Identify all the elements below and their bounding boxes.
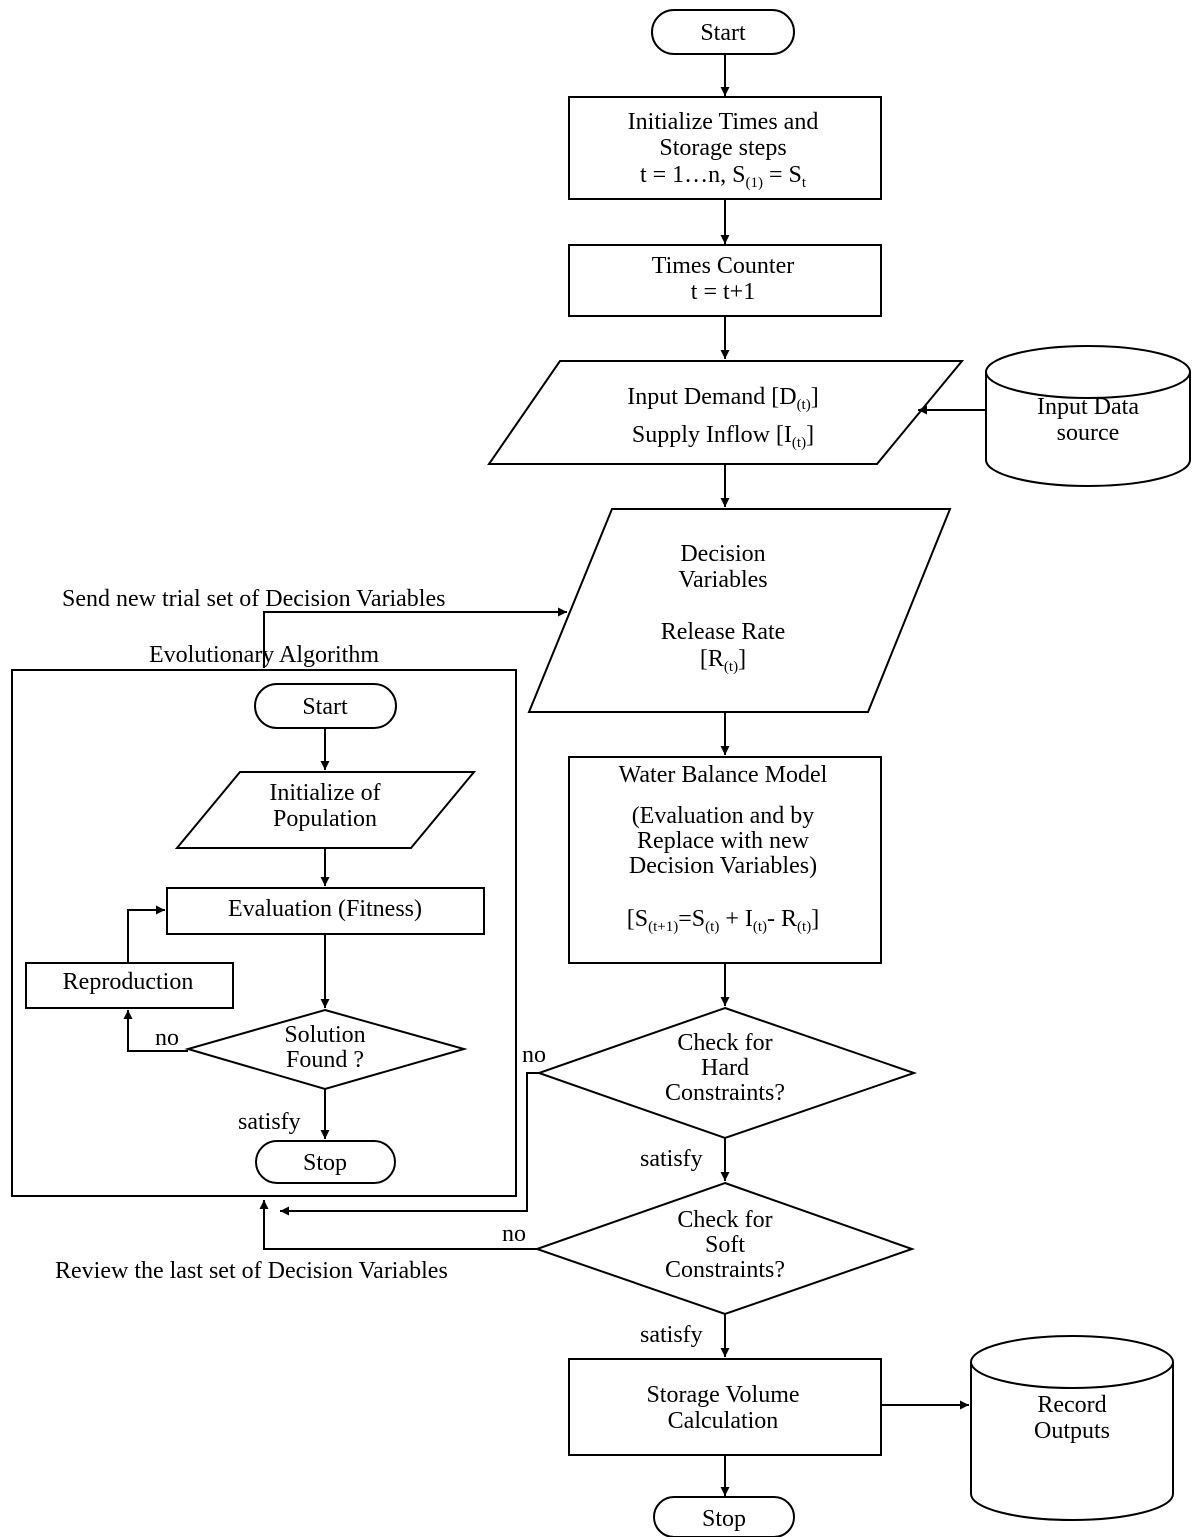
ea-init-line2: Population: [273, 806, 377, 832]
input-demand-text: Input Demand [D(t)]: [627, 384, 818, 413]
decision-line4: [R(t)]: [700, 646, 746, 675]
arrow-soft-no-to-ea: [259, 1200, 537, 1250]
model-line3: Replace with new: [637, 828, 810, 854]
ea-solution-line1: Solution: [284, 1022, 365, 1048]
arrow-solution-no-to-reproduction: [123, 1010, 188, 1052]
counter-line2: t = t+1: [691, 279, 755, 305]
arrow-ea-to-decision: [263, 607, 567, 668]
counter-line1: Times Counter: [652, 253, 794, 279]
ea-reproduction-box: Reproduction: [25, 962, 234, 1009]
storage-line2: Calculation: [668, 1408, 779, 1434]
record-line2: Outputs: [1034, 1418, 1110, 1444]
input-inflow-text: Supply Inflow [I(t)]: [632, 422, 814, 451]
stop-label: Stop: [702, 1506, 746, 1532]
ea-start-terminator: Start: [254, 683, 397, 729]
ea-evaluation-label: Evaluation (Fitness): [228, 896, 422, 922]
soft-satisfy-label: satisfy: [640, 1322, 703, 1348]
decision-line1: Decision: [680, 541, 765, 567]
ea-solution-line2: Found ?: [286, 1047, 364, 1073]
soft-constraints-diamond: Check for Soft Constraints?: [533, 1181, 916, 1316]
hard-constraints-diamond: Check for Hard Constraints?: [535, 1006, 918, 1140]
water-balance-model-box: Water Balance Model (Evaluation and by R…: [568, 756, 882, 964]
init-times-box: Initialize Times and Storage steps t = 1…: [568, 96, 882, 200]
decision-variables-parallelogram: Decision Variables Release Rate [R(t)]: [527, 508, 952, 713]
record-outputs-cylinder: Record Outputs: [970, 1335, 1174, 1521]
hard-no-label: no: [522, 1042, 546, 1068]
init-times-line2: Storage steps: [659, 135, 786, 161]
model-line4: Decision Variables): [629, 853, 817, 879]
init-times-line3: t = 1…n, S(1) = St: [640, 162, 807, 191]
ea-stop-terminator: Stop: [255, 1140, 396, 1184]
ea-init-line1: Initialize of: [269, 780, 380, 806]
ea-stop-label: Stop: [303, 1150, 347, 1176]
send-label: Send new trial set of Decision Variables: [62, 586, 445, 612]
soft-no-label: no: [502, 1221, 526, 1247]
hard-satisfy-label: satisfy: [640, 1146, 703, 1172]
decision-line3: Release Rate: [661, 619, 786, 645]
stop-terminator: Stop: [653, 1496, 795, 1537]
model-line2: (Evaluation and by: [632, 803, 815, 829]
input-data-source-cylinder: Input Data source: [985, 345, 1191, 487]
hard-line3: Constraints?: [665, 1080, 785, 1106]
storage-volume-box: Storage Volume Calculation: [568, 1358, 882, 1456]
storage-line1: Storage Volume: [646, 1382, 799, 1408]
ea-start-label: Start: [302, 694, 348, 720]
datasource-line1: Input Data: [1037, 394, 1139, 420]
model-line1: Water Balance Model: [619, 762, 828, 788]
ea-no-label: no: [155, 1025, 179, 1051]
arrow-hard-no-to-ea: [280, 1072, 539, 1216]
decision-line2: Variables: [678, 567, 767, 593]
start-label: Start: [700, 20, 746, 46]
review-label: Review the last set of Decision Variable…: [55, 1258, 448, 1284]
ea-title: Evolutionary Algorithm: [149, 642, 379, 668]
soft-line3: Constraints?: [665, 1257, 785, 1283]
hard-line1: Check for: [677, 1030, 772, 1056]
ea-init-population-parallelogram: Initialize of Population: [174, 771, 477, 849]
ea-reproduction-label: Reproduction: [63, 969, 194, 995]
soft-line2: Soft: [705, 1232, 745, 1258]
soft-line1: Check for: [677, 1207, 772, 1233]
hard-line2: Hard: [701, 1055, 749, 1081]
ea-evaluation-box: Evaluation (Fitness): [166, 887, 485, 935]
input-parallelogram: Input Demand [D(t)] Supply Inflow [I(t)]: [487, 360, 965, 465]
ea-solution-diamond: Solution Found ?: [184, 1008, 468, 1091]
times-counter-box: Times Counter t = t+1: [568, 244, 882, 317]
datasource-line2: source: [1057, 420, 1120, 446]
start-terminator: Start: [651, 9, 795, 55]
init-times-line1: Initialize Times and: [628, 109, 819, 135]
ea-satisfy-label: satisfy: [238, 1109, 301, 1135]
record-line1: Record: [1037, 1392, 1106, 1418]
arrow-reproduction-to-evaluation: [127, 905, 165, 963]
model-equation: [S(t+1)=S(t) + I(t)- R(t)]: [627, 906, 819, 935]
